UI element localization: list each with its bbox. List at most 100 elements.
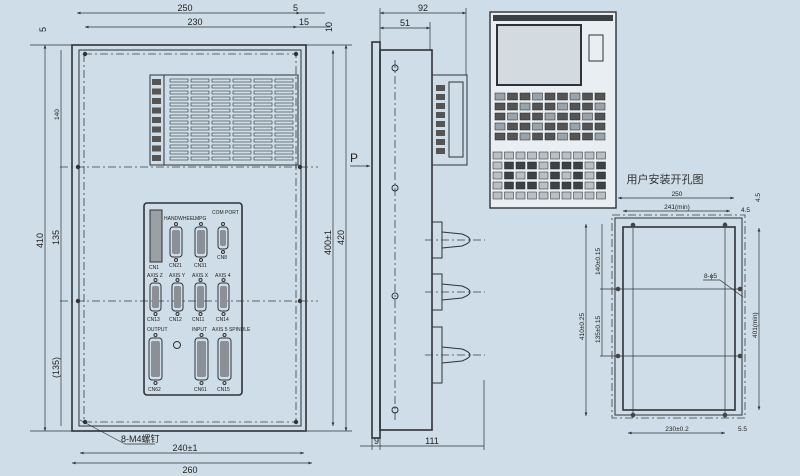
screw	[153, 333, 158, 337]
key	[557, 122, 568, 131]
screw	[153, 312, 158, 316]
vent-slot	[169, 150, 189, 155]
side-plugs	[425, 85, 485, 384]
vent-slot	[232, 84, 252, 89]
front-view	[60, 44, 318, 445]
vent-slot	[274, 126, 294, 131]
dim-111: 111	[425, 436, 439, 446]
vent-slot	[190, 78, 210, 83]
dim-400: 400±1	[323, 230, 333, 255]
key	[584, 161, 595, 170]
terminal	[436, 139, 445, 145]
vent-slot	[190, 120, 210, 125]
key	[507, 92, 518, 101]
cut-dim-250: 250	[672, 191, 683, 198]
vent-slot	[211, 150, 231, 155]
vent-slot	[274, 132, 294, 137]
vent-slot	[274, 96, 294, 101]
screw	[174, 222, 178, 226]
vent-slot	[253, 156, 273, 161]
vent-slot	[211, 102, 231, 107]
terminal	[436, 85, 445, 91]
connector-com	[217, 226, 229, 250]
label-cn15: CN15	[217, 387, 230, 393]
vent-slot	[190, 96, 210, 101]
keypad	[492, 92, 606, 200]
terminal	[436, 148, 445, 154]
front-panel-inner	[78, 49, 302, 427]
side-view	[350, 8, 485, 450]
connector-axis-1-pins	[174, 286, 181, 308]
cut-dim-5-5: 5.5	[738, 426, 747, 433]
key	[550, 181, 560, 190]
key	[594, 122, 606, 131]
dim-240: 240±1	[173, 443, 198, 453]
key	[492, 151, 503, 160]
cut-holes-note: 8-ϕ5	[704, 273, 717, 280]
terminal	[152, 117, 161, 123]
screw	[199, 381, 204, 385]
vent-slot	[253, 90, 273, 95]
vent-slot	[253, 102, 273, 107]
screw	[198, 278, 203, 282]
connector-input-pins	[197, 341, 206, 377]
vent-slot	[232, 114, 252, 119]
key	[594, 132, 606, 141]
key	[561, 191, 572, 200]
key	[557, 132, 568, 141]
label-cn13: CN13	[147, 317, 160, 323]
key	[532, 132, 543, 141]
key	[594, 102, 606, 111]
vent-slot	[211, 144, 231, 149]
dim-420: 420	[336, 230, 346, 245]
screw	[174, 258, 178, 262]
key	[507, 122, 518, 131]
vent-slot	[169, 96, 189, 101]
key	[515, 191, 526, 200]
vent-slot	[211, 96, 231, 101]
dim-10: 10	[324, 22, 334, 32]
screw	[153, 278, 158, 282]
label-cn8: CN8	[217, 255, 227, 261]
connector-output-pins	[151, 341, 160, 377]
dim-140: 140	[54, 109, 61, 120]
vent-slot	[232, 96, 252, 101]
vent-slot	[253, 78, 273, 83]
label-handwheel: HANDWHEEL	[164, 216, 196, 222]
screw-note: 8-M4螺钉	[121, 434, 160, 444]
key	[492, 181, 503, 190]
ground-icon	[173, 341, 181, 349]
screw	[153, 381, 158, 385]
terminal	[152, 145, 161, 152]
screw	[221, 278, 226, 282]
vent-slot	[169, 144, 189, 149]
vent-slot	[211, 108, 231, 113]
connector-com-pins	[220, 230, 226, 246]
key	[573, 181, 583, 190]
label-axis-4: AXIS 4	[215, 273, 231, 279]
dim-135-ref: (135)	[51, 357, 61, 378]
key	[557, 102, 568, 111]
vent-slot	[232, 120, 252, 125]
key	[582, 132, 593, 141]
key	[494, 122, 506, 131]
key	[569, 112, 581, 121]
vent-slot	[190, 114, 210, 119]
key	[504, 171, 514, 180]
terminal	[152, 98, 161, 104]
screw	[222, 333, 227, 337]
connector-output	[148, 337, 163, 381]
screw	[199, 333, 204, 337]
key	[596, 171, 606, 180]
vent-slot	[211, 120, 231, 125]
vent-slot	[253, 84, 273, 89]
vent-slot	[211, 78, 231, 83]
leader-line	[79, 419, 126, 445]
vent-slot	[274, 114, 294, 119]
connector-axis-2	[194, 282, 207, 312]
dim-15: 15	[299, 17, 309, 27]
terminal	[152, 79, 161, 85]
mounting-screws	[75, 51, 303, 425]
key	[584, 181, 595, 190]
key	[519, 122, 531, 131]
